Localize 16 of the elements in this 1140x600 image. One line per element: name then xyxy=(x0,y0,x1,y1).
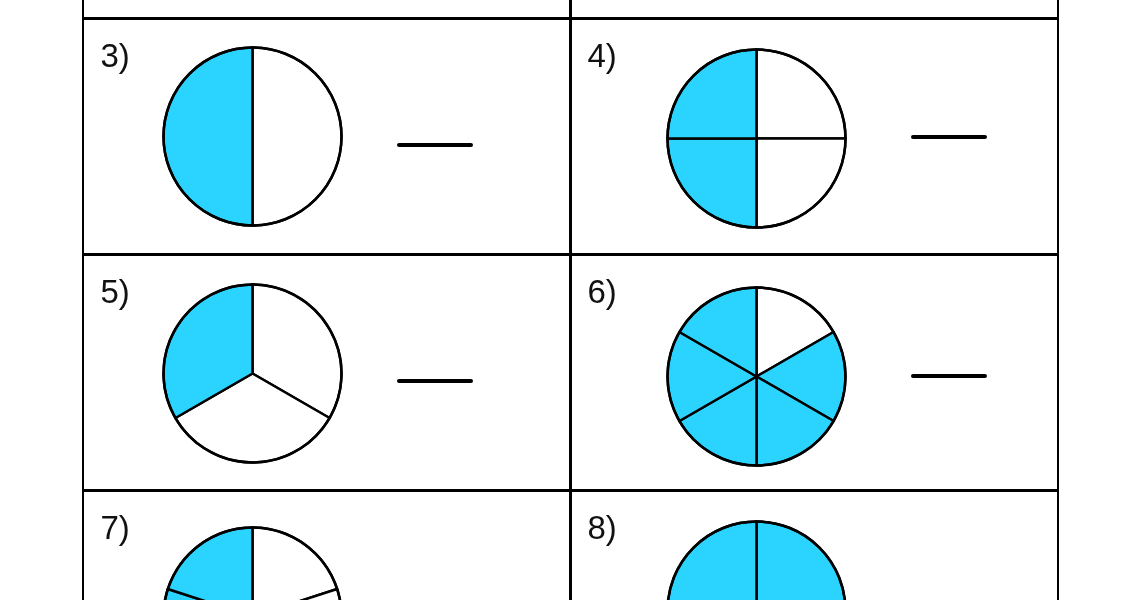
question-number: 5) xyxy=(100,274,130,308)
question-number: 6) xyxy=(587,274,617,308)
question-cell xyxy=(82,17,572,256)
fill-in-line xyxy=(910,134,987,139)
question-number: 3) xyxy=(100,38,130,72)
table-cell xyxy=(82,0,572,20)
question-number: 8) xyxy=(587,510,617,544)
table-cell xyxy=(569,0,1059,20)
question-cell xyxy=(569,17,1059,256)
fill-in-line xyxy=(396,378,473,383)
question-cell xyxy=(569,253,1059,492)
question-cell xyxy=(82,253,572,492)
question-number: 7) xyxy=(100,510,130,544)
fill-in-line xyxy=(910,373,987,378)
fill-in-line xyxy=(396,142,473,147)
question-number: 4) xyxy=(587,38,617,72)
